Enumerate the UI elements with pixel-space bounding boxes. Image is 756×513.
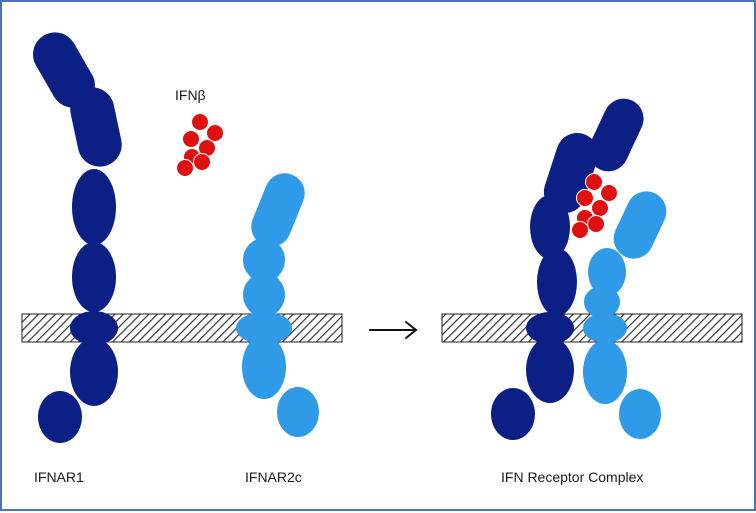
ifnar1-receptor — [33, 32, 122, 443]
right-arrow-icon — [369, 321, 418, 339]
ifnar2c-receptor — [236, 173, 319, 437]
complex-label: IFN Receptor Complex — [501, 469, 643, 485]
ifnar1-label: IFNAR1 — [34, 469, 84, 485]
complex-ifnar1 — [491, 98, 644, 440]
ifn-beta-ligand — [176, 113, 224, 177]
complex-ifn-beta-ligand — [571, 173, 618, 239]
ifn-beta-label: IFNβ — [175, 87, 206, 103]
ifn-receptor-complex — [491, 98, 667, 440]
complex-ifnar2c — [583, 191, 667, 439]
ifnar2c-label: IFNAR2c — [245, 469, 302, 485]
